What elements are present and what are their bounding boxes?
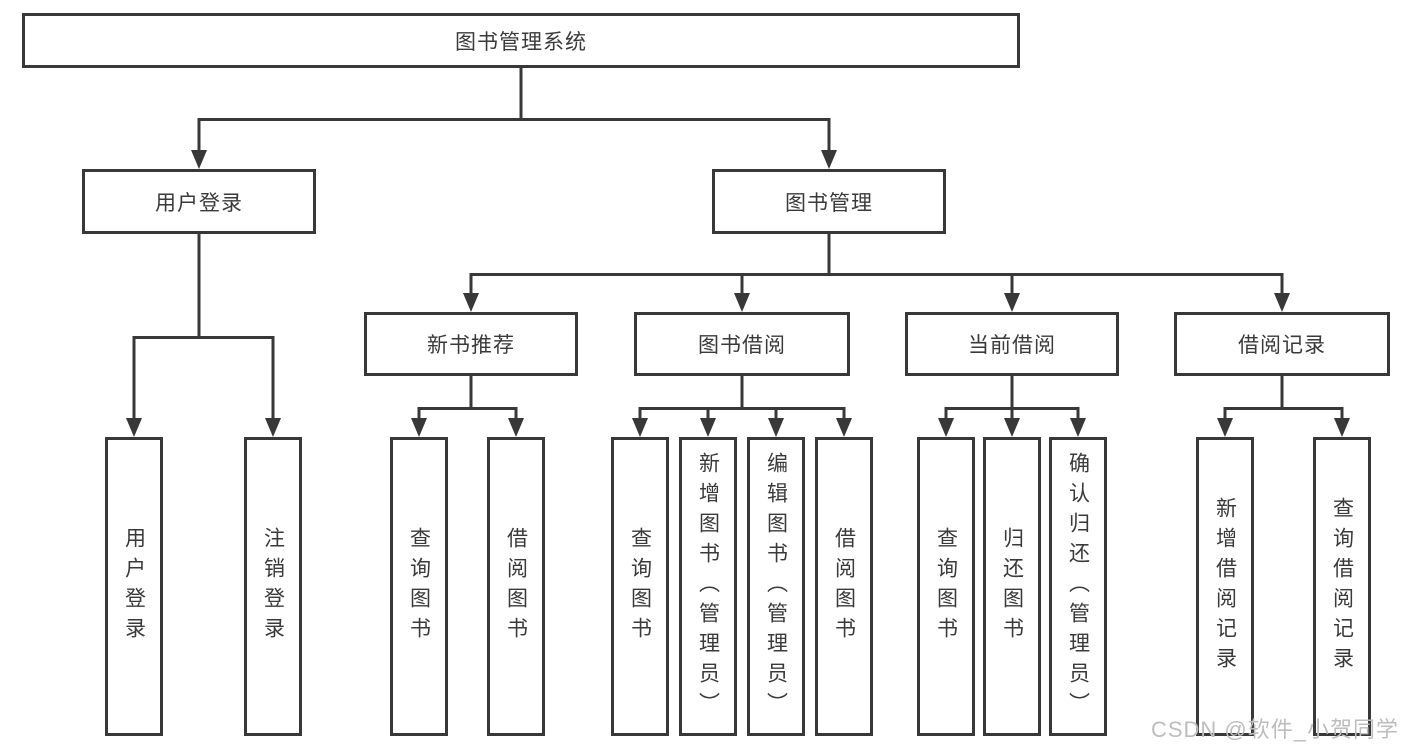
node-user-login-leaf: 用户登录: [105, 437, 163, 736]
node-borrow-records: 借阅记录: [1174, 312, 1390, 376]
node-new-book-recommend: 新书推荐: [364, 312, 578, 376]
node-book-borrow-label: 图书借阅: [698, 334, 786, 357]
node-logout-leaf: 注销登录: [244, 437, 302, 736]
node-user-login-label: 用户登录: [155, 191, 243, 215]
node-query-book-current-label: 查询图书: [934, 526, 958, 647]
node-user-login-leaf-label: 用户登录: [122, 526, 146, 647]
node-current-borrow: 当前借阅: [905, 312, 1119, 376]
node-query-borrow-record: 查询借阅记录: [1313, 437, 1371, 736]
node-borrow-book-leaf-label: 借阅图书: [832, 526, 856, 647]
node-return-book: 归还图书: [983, 437, 1041, 736]
node-logout-leaf-label: 注销登录: [261, 526, 285, 647]
node-query-book-recommend: 查询图书: [390, 437, 448, 736]
node-book-management-label: 图书管理: [785, 191, 873, 215]
node-borrow-records-label: 借阅记录: [1238, 334, 1326, 357]
node-root: 图书管理系统: [22, 13, 1020, 68]
node-query-book-current: 查询图书: [917, 437, 975, 736]
node-root-label: 图书管理系统: [455, 30, 587, 54]
node-current-borrow-label: 当前借阅: [968, 334, 1056, 357]
node-book-borrow: 图书借阅: [634, 312, 850, 376]
node-borrow-book-recommend-label: 借阅图书: [504, 526, 528, 647]
node-return-book-label: 归还图书: [1000, 526, 1024, 647]
node-edit-book-admin: 编辑图书（管理员）: [747, 437, 805, 736]
node-add-book-admin: 新增图书（管理员）: [679, 437, 737, 736]
node-confirm-return-admin: 确认归还（管理员）: [1049, 437, 1107, 736]
watermark-text: CSDN @软件_小贺同学: [1150, 717, 1399, 742]
node-query-borrow-record-label: 查询借阅记录: [1330, 496, 1354, 677]
node-query-book-recommend-label: 查询图书: [407, 526, 431, 647]
node-edit-book-admin-label: 编辑图书（管理员）: [764, 451, 788, 722]
node-add-borrow-record-label: 新增借阅记录: [1213, 496, 1237, 677]
node-borrow-book-leaf: 借阅图书: [815, 437, 873, 736]
node-add-book-admin-label: 新增图书（管理员）: [696, 451, 720, 722]
node-user-login: 用户登录: [82, 169, 316, 234]
node-book-management: 图书管理: [712, 169, 946, 234]
node-add-borrow-record: 新增借阅记录: [1196, 437, 1254, 736]
node-query-book-borrow-label: 查询图书: [628, 526, 652, 647]
node-borrow-book-recommend: 借阅图书: [487, 437, 545, 736]
node-query-book-borrow: 查询图书: [611, 437, 669, 736]
node-confirm-return-admin-label: 确认归还（管理员）: [1066, 451, 1090, 722]
node-new-book-recommend-label: 新书推荐: [427, 334, 515, 357]
